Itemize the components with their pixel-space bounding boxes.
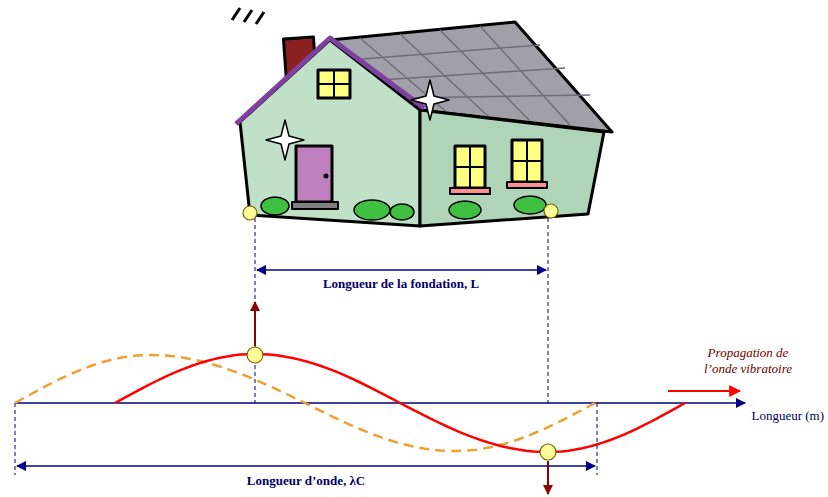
guide-lines	[15, 218, 597, 475]
dimension-label: Longueur d’onde, λC	[244, 473, 368, 489]
length-axis	[15, 402, 745, 404]
propagation-label: Propagation de l’onde vibratoire	[700, 345, 796, 376]
dimension-arrow	[17, 465, 595, 467]
wave-dashed	[15, 355, 595, 451]
force-arrow	[547, 461, 549, 494]
dimension-label: Longueur de la fondation, L	[320, 276, 482, 292]
dimension-arrow	[257, 269, 546, 271]
contact-points	[243, 204, 558, 460]
propagation-arrow	[668, 390, 740, 392]
house-drawing	[232, 8, 612, 226]
wave-solid	[115, 354, 685, 452]
force-arrow	[254, 302, 256, 346]
axis-label: Longueur (m)	[751, 408, 824, 424]
